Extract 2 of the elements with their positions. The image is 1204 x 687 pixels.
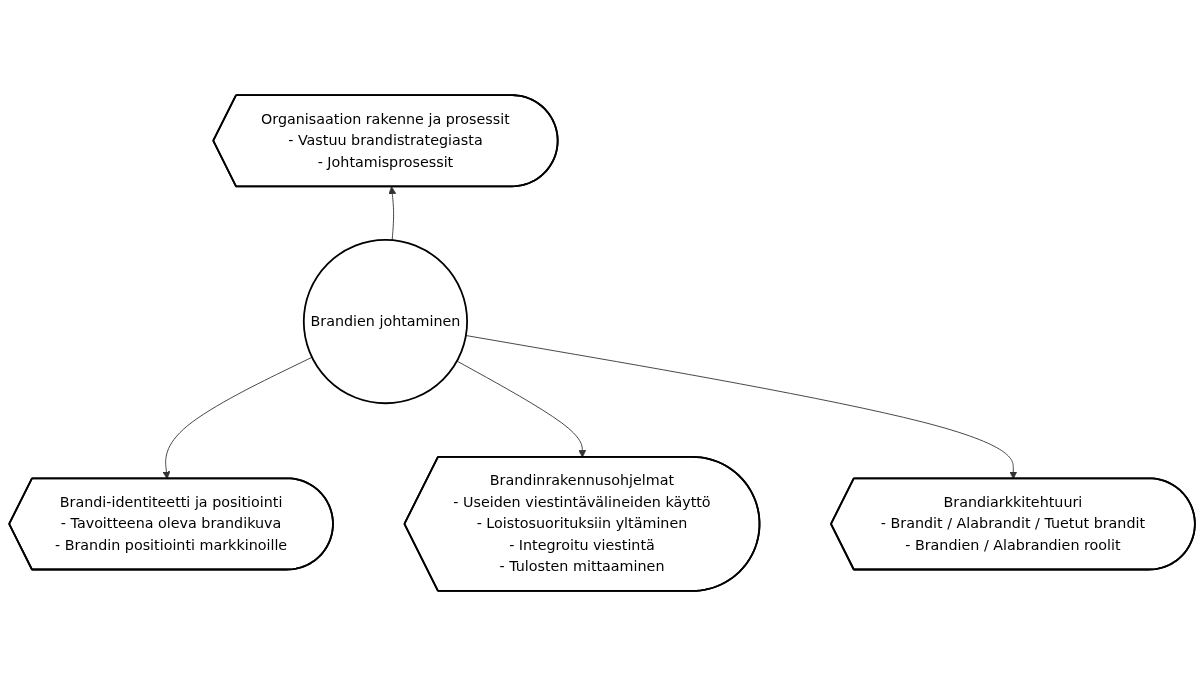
diagram: Organisaation rakenne ja prosessit - Vastuu brandistrategiasta - Johtamisprosessit Brandi-identiteetti ja positiointi - Tavoitteena oleva brandikuva - Brandin positiointi markkinoille Brandien johtaminen Brandinrakennusohjelmat - Useiden viestintävälineiden käyttö - Loistosuorituksiin yltäminen - Integroitu viestintä - Tulosten mittaaminen Brandiarkkitehtuuri - Brandit / Alabrandit / Tuetut brandit - Brandien / Alabrandien roolit — [2, 88, 1202, 599]
node-circle — [302, 239, 468, 405]
